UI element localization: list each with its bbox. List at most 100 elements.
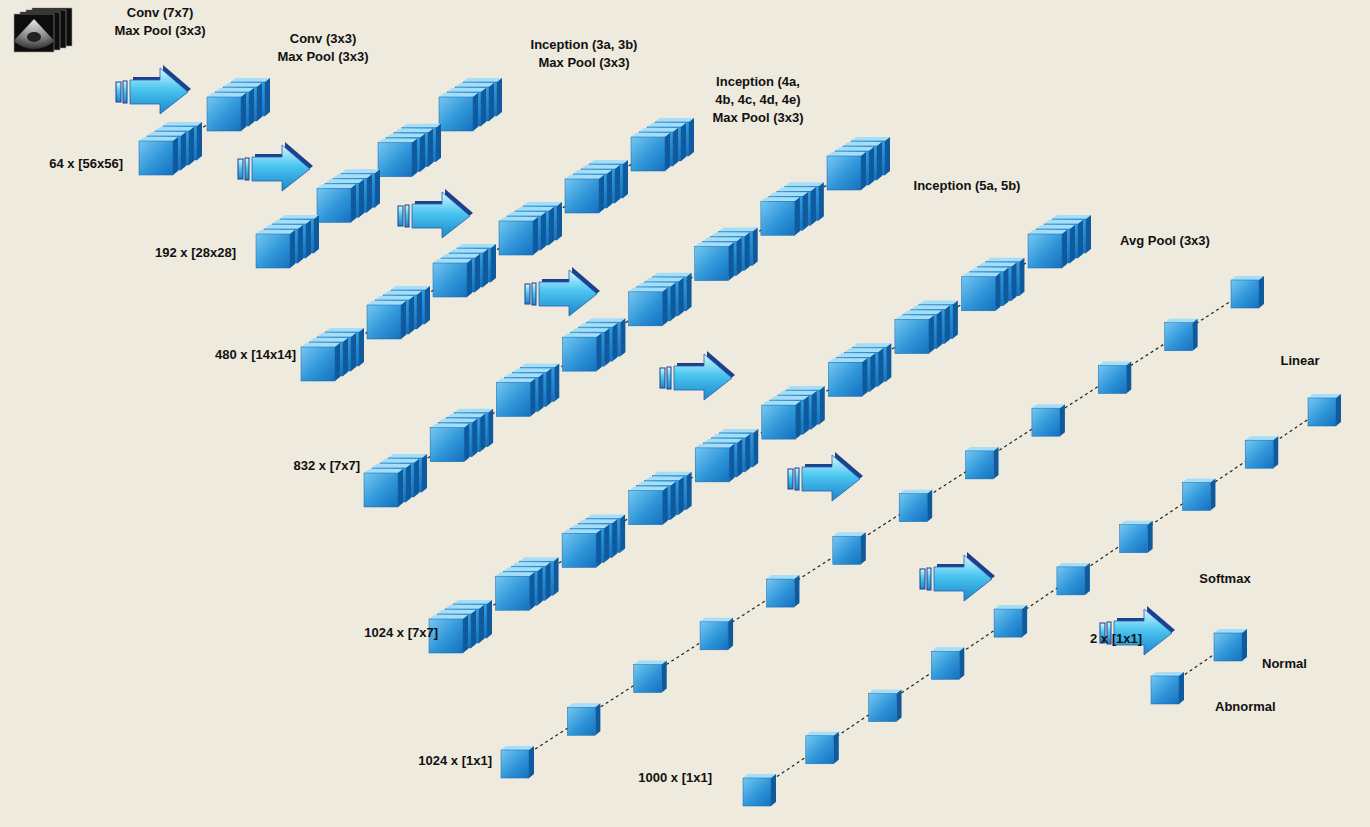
plate-top xyxy=(931,647,964,651)
arrow-body xyxy=(934,555,992,601)
plate-front xyxy=(496,382,530,416)
plate-top xyxy=(562,529,601,533)
plate-top xyxy=(147,132,186,136)
ultrasound-fan xyxy=(14,19,55,49)
plate-top xyxy=(835,147,874,151)
plate-top xyxy=(629,288,668,292)
feature-plate xyxy=(496,572,535,610)
plate-side xyxy=(959,647,964,679)
plate-side xyxy=(546,368,551,406)
plate-side xyxy=(671,283,676,321)
size-label: 480 x [14x14] xyxy=(215,346,296,364)
plate-top xyxy=(364,469,403,473)
plate-top xyxy=(454,409,493,413)
feature-plate xyxy=(1214,629,1247,661)
plate-side xyxy=(398,469,403,507)
arrow-body xyxy=(412,192,470,238)
plate-side xyxy=(541,212,546,250)
plate-top xyxy=(653,472,692,476)
plate-side xyxy=(753,228,758,266)
plate-top xyxy=(786,386,825,390)
plate-top xyxy=(899,490,932,494)
plate-side xyxy=(375,169,380,207)
feature-row xyxy=(429,215,1091,653)
feature-stack xyxy=(317,169,380,222)
plate-top xyxy=(743,774,776,778)
plate-side xyxy=(471,610,476,648)
plate-top xyxy=(437,610,476,614)
plate-top xyxy=(496,572,535,576)
plate-top xyxy=(655,118,694,122)
plate-side xyxy=(473,93,478,131)
plate-side xyxy=(257,83,262,121)
feature-stack xyxy=(378,124,441,177)
plate-top xyxy=(562,333,601,337)
feature-plate xyxy=(256,230,295,268)
arrow-body xyxy=(539,270,597,316)
plate-front xyxy=(806,736,834,764)
plate-top xyxy=(383,291,422,295)
feature-plate xyxy=(827,152,866,190)
plate-front xyxy=(1151,676,1179,704)
plate-side xyxy=(729,243,734,281)
plate-top xyxy=(570,524,609,528)
plate-top xyxy=(637,283,676,287)
plate-top xyxy=(1182,478,1215,482)
plate-side xyxy=(464,424,469,462)
plate-top xyxy=(139,137,178,141)
size-label: 1000 x [1x1] xyxy=(638,769,712,787)
plate-top xyxy=(581,165,620,169)
feature-plate xyxy=(833,532,866,564)
plate-top xyxy=(520,557,559,561)
plate-top xyxy=(496,378,535,382)
plate-side xyxy=(728,618,733,650)
plate-front xyxy=(762,405,796,439)
plate-side xyxy=(599,175,604,213)
plate-side xyxy=(173,137,178,175)
plate-side xyxy=(549,207,554,245)
plate-side xyxy=(897,690,902,722)
plate-side xyxy=(729,444,734,482)
plate-side xyxy=(1060,404,1065,436)
plate-front xyxy=(1028,234,1062,268)
plate-top xyxy=(766,575,799,579)
arrow-tail xyxy=(795,468,799,490)
feature-stack xyxy=(562,514,625,567)
plate-top xyxy=(695,444,734,448)
plate-top xyxy=(455,83,494,87)
feature-plate xyxy=(430,424,469,462)
plate-side xyxy=(1085,563,1090,595)
plate-front xyxy=(629,292,663,326)
plate-top xyxy=(578,323,617,327)
plate-side xyxy=(596,333,601,371)
plate-top xyxy=(567,703,600,707)
feature-plate xyxy=(869,690,902,722)
plate-top xyxy=(985,258,1024,262)
plate-side xyxy=(472,419,477,457)
arrow-tail xyxy=(123,81,127,103)
plate-side xyxy=(607,170,612,208)
plate-side xyxy=(359,179,364,217)
plate-top xyxy=(515,207,554,211)
feature-stack xyxy=(207,78,270,131)
dashed-link xyxy=(515,292,1245,762)
plate-side xyxy=(861,152,866,190)
plate-side xyxy=(497,78,502,116)
plate-side xyxy=(530,572,535,610)
plate-top xyxy=(453,600,492,604)
layer-label: Inception (3a, 3b) Max Pool (3x3) xyxy=(528,36,640,72)
plate-top xyxy=(499,217,538,221)
plate-front xyxy=(1032,408,1060,436)
plate-top xyxy=(919,301,958,305)
arrow-body xyxy=(130,68,188,114)
feature-plate xyxy=(961,273,1000,311)
plate-top xyxy=(223,83,262,87)
arrow-tail xyxy=(238,159,243,179)
plate-top xyxy=(264,225,303,229)
feature-plate xyxy=(439,93,478,131)
plate-top xyxy=(1165,319,1198,323)
plate-side xyxy=(737,238,742,276)
class-label: Normal xyxy=(1262,655,1307,673)
feature-stack xyxy=(367,286,430,339)
plate-side xyxy=(665,133,670,171)
